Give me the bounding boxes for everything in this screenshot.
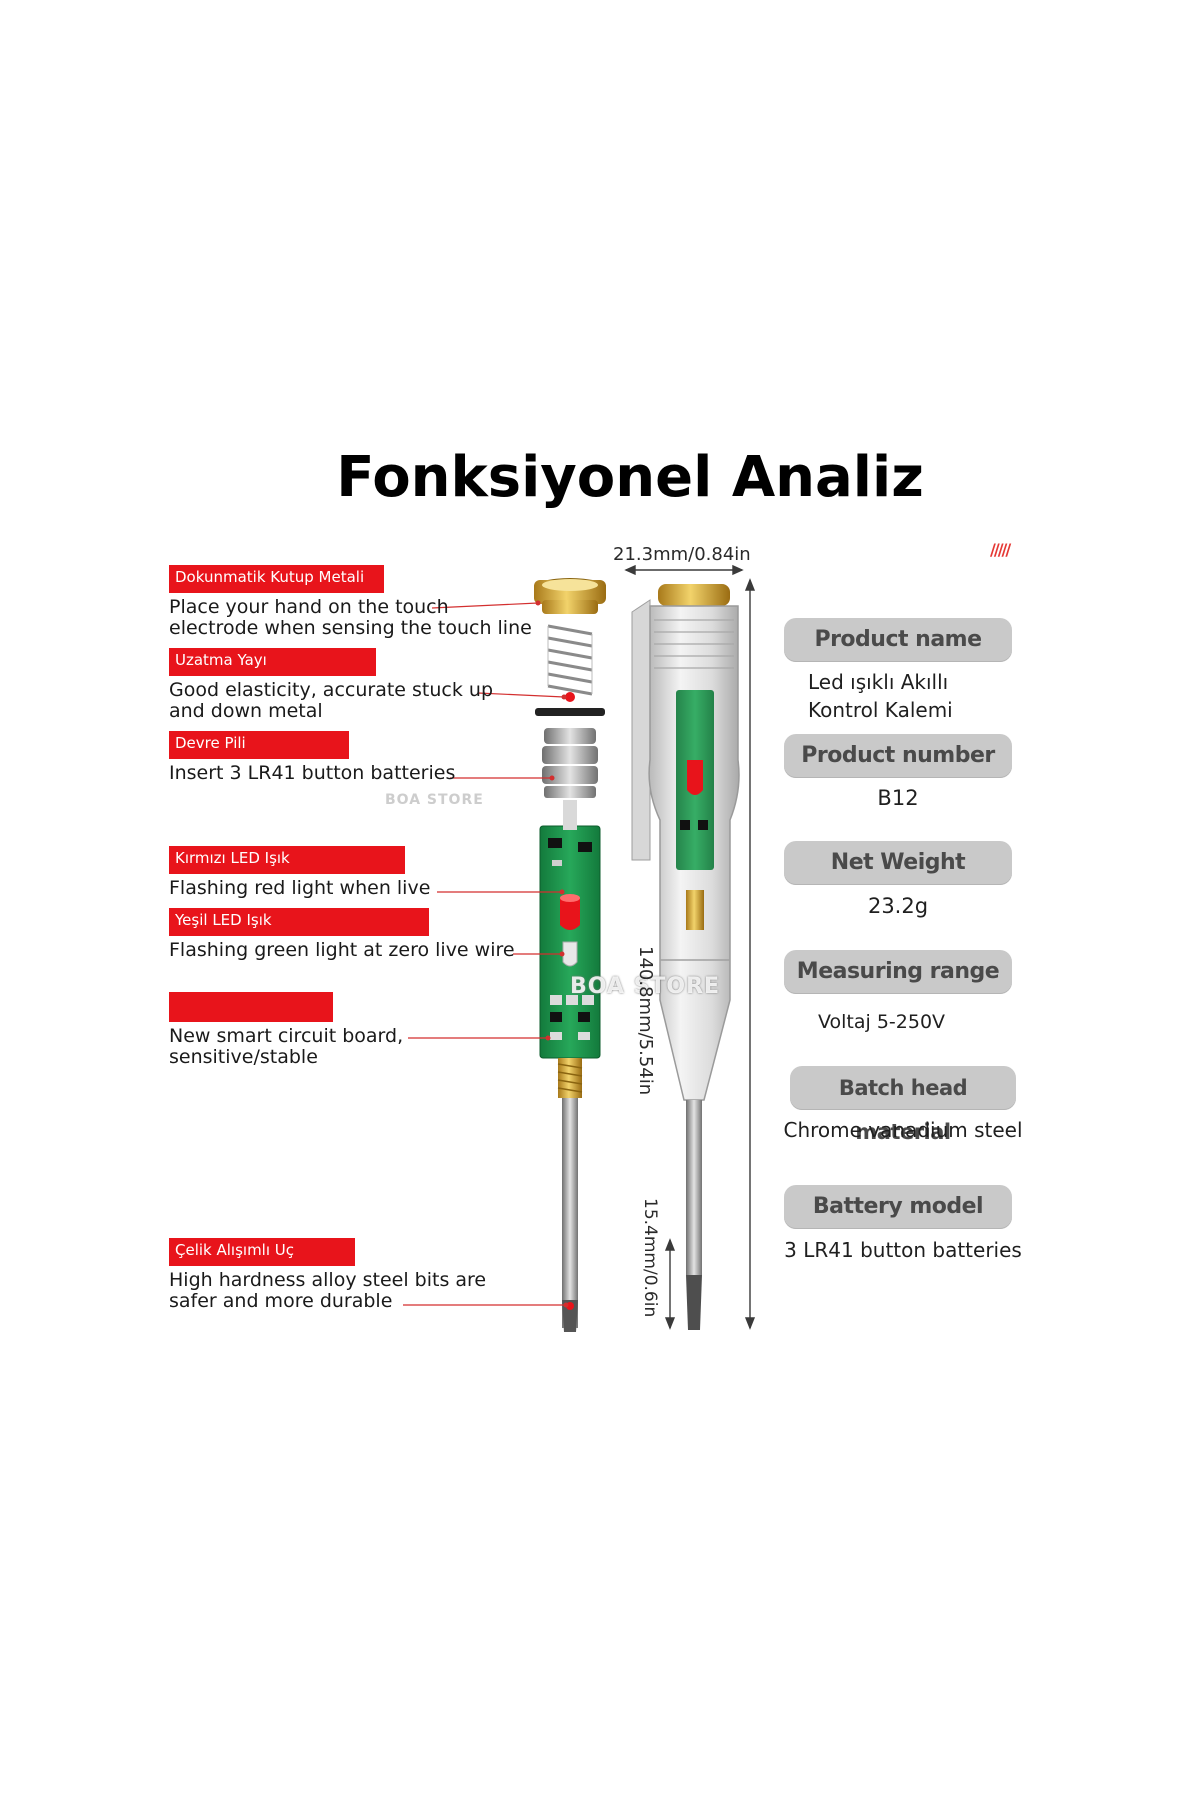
battery-stack-part (542, 728, 598, 798)
callout-description: Place your hand on the touch electrode w… (169, 596, 532, 639)
steel-tip-part (562, 1098, 578, 1332)
circuit-board-part (539, 800, 601, 1059)
callout-description: Flashing red light when live (169, 877, 431, 899)
spec-label-product-number: Product number (784, 734, 1012, 778)
threaded-connector-part (557, 1058, 583, 1098)
callout-tag: Yeşil LED Işık (169, 908, 429, 936)
spec-label-net-weight: Net Weight (784, 841, 1012, 885)
callout-tag: Devre Pili (169, 731, 349, 759)
assembled-pen (631, 584, 740, 1330)
callout-description: High hardness alloy steel bits are safer… (169, 1269, 487, 1312)
spec-value-batch-head-material: Chrome vanadium steel (783, 1118, 1023, 1142)
spec-label-batch-head-material: Batch head material (790, 1066, 1016, 1144)
callout-description: New smart circuit board, sensitive/stabl… (169, 1025, 404, 1068)
spec-label-product-name: Product name (784, 618, 1012, 662)
length-dimension-label: 140.8mm/5.54in (635, 946, 656, 1096)
touch-electrode-part (534, 578, 606, 614)
callout-tag: Uzatma Yayı (169, 648, 376, 676)
page-title: Fonksiyonel Analiz (336, 445, 924, 510)
callout-tag: Dokunmatik Kutup Metali (169, 565, 384, 593)
spec-label-measuring-range: Measuring range (784, 950, 1012, 994)
callout-red-led: Kırmızı LED Işık Flashing red light when… (169, 846, 430, 899)
callout-tag (169, 992, 333, 1022)
callout-leader-lines (403, 602, 566, 1306)
callout-touch-electrode: Dokunmatik Kutup Metali Place your hand … (169, 565, 532, 639)
tip-dimension-label: 15.4mm/0.6in (640, 1198, 660, 1318)
spec-label-battery-model: Battery model (784, 1185, 1012, 1229)
spec-value-measuring-range: Voltaj 5-250V (818, 1011, 946, 1033)
store-watermark: BOA STORE (385, 792, 484, 808)
width-dimension-label: 21.3mm/0.84in (613, 544, 751, 565)
callout-circuit-board: New smart circuit board, sensitive/stabl… (169, 992, 403, 1068)
spec-value-product-number: B12 (877, 786, 919, 810)
callout-steel-tip: Çelik Alışımlı Uç High hardness alloy st… (169, 1238, 486, 1312)
extension-spring-part (547, 624, 593, 696)
callout-tag: Çelik Alışımlı Uç (169, 1238, 355, 1266)
callout-green-led: Yeşil LED Işık Flashing green light at z… (169, 908, 515, 961)
spec-value-product-name: Led ışıklı Akıllı Kontrol Kalemi (808, 670, 953, 722)
callout-description: Flashing green light at zero live wire (169, 939, 515, 961)
callout-tag: Kırmızı LED Işık (169, 846, 405, 874)
callout-description: Insert 3 LR41 button batteries (169, 762, 456, 784)
decorative-stripes: ///// (990, 540, 1011, 559)
store-watermark: BOA STORE (570, 974, 721, 999)
dimension-lines (624, 564, 756, 1330)
callout-circuit-battery: Devre Pili Insert 3 LR41 button batterie… (169, 731, 455, 784)
spec-value-battery-model: 3 LR41 button batteries (784, 1238, 1022, 1262)
spec-value-net-weight: 23.2g (867, 894, 929, 918)
callout-extension-spring: Uzatma Yayı Good elasticity, accurate st… (169, 648, 493, 722)
callout-description: Good elasticity, accurate stuck up and d… (169, 679, 494, 722)
